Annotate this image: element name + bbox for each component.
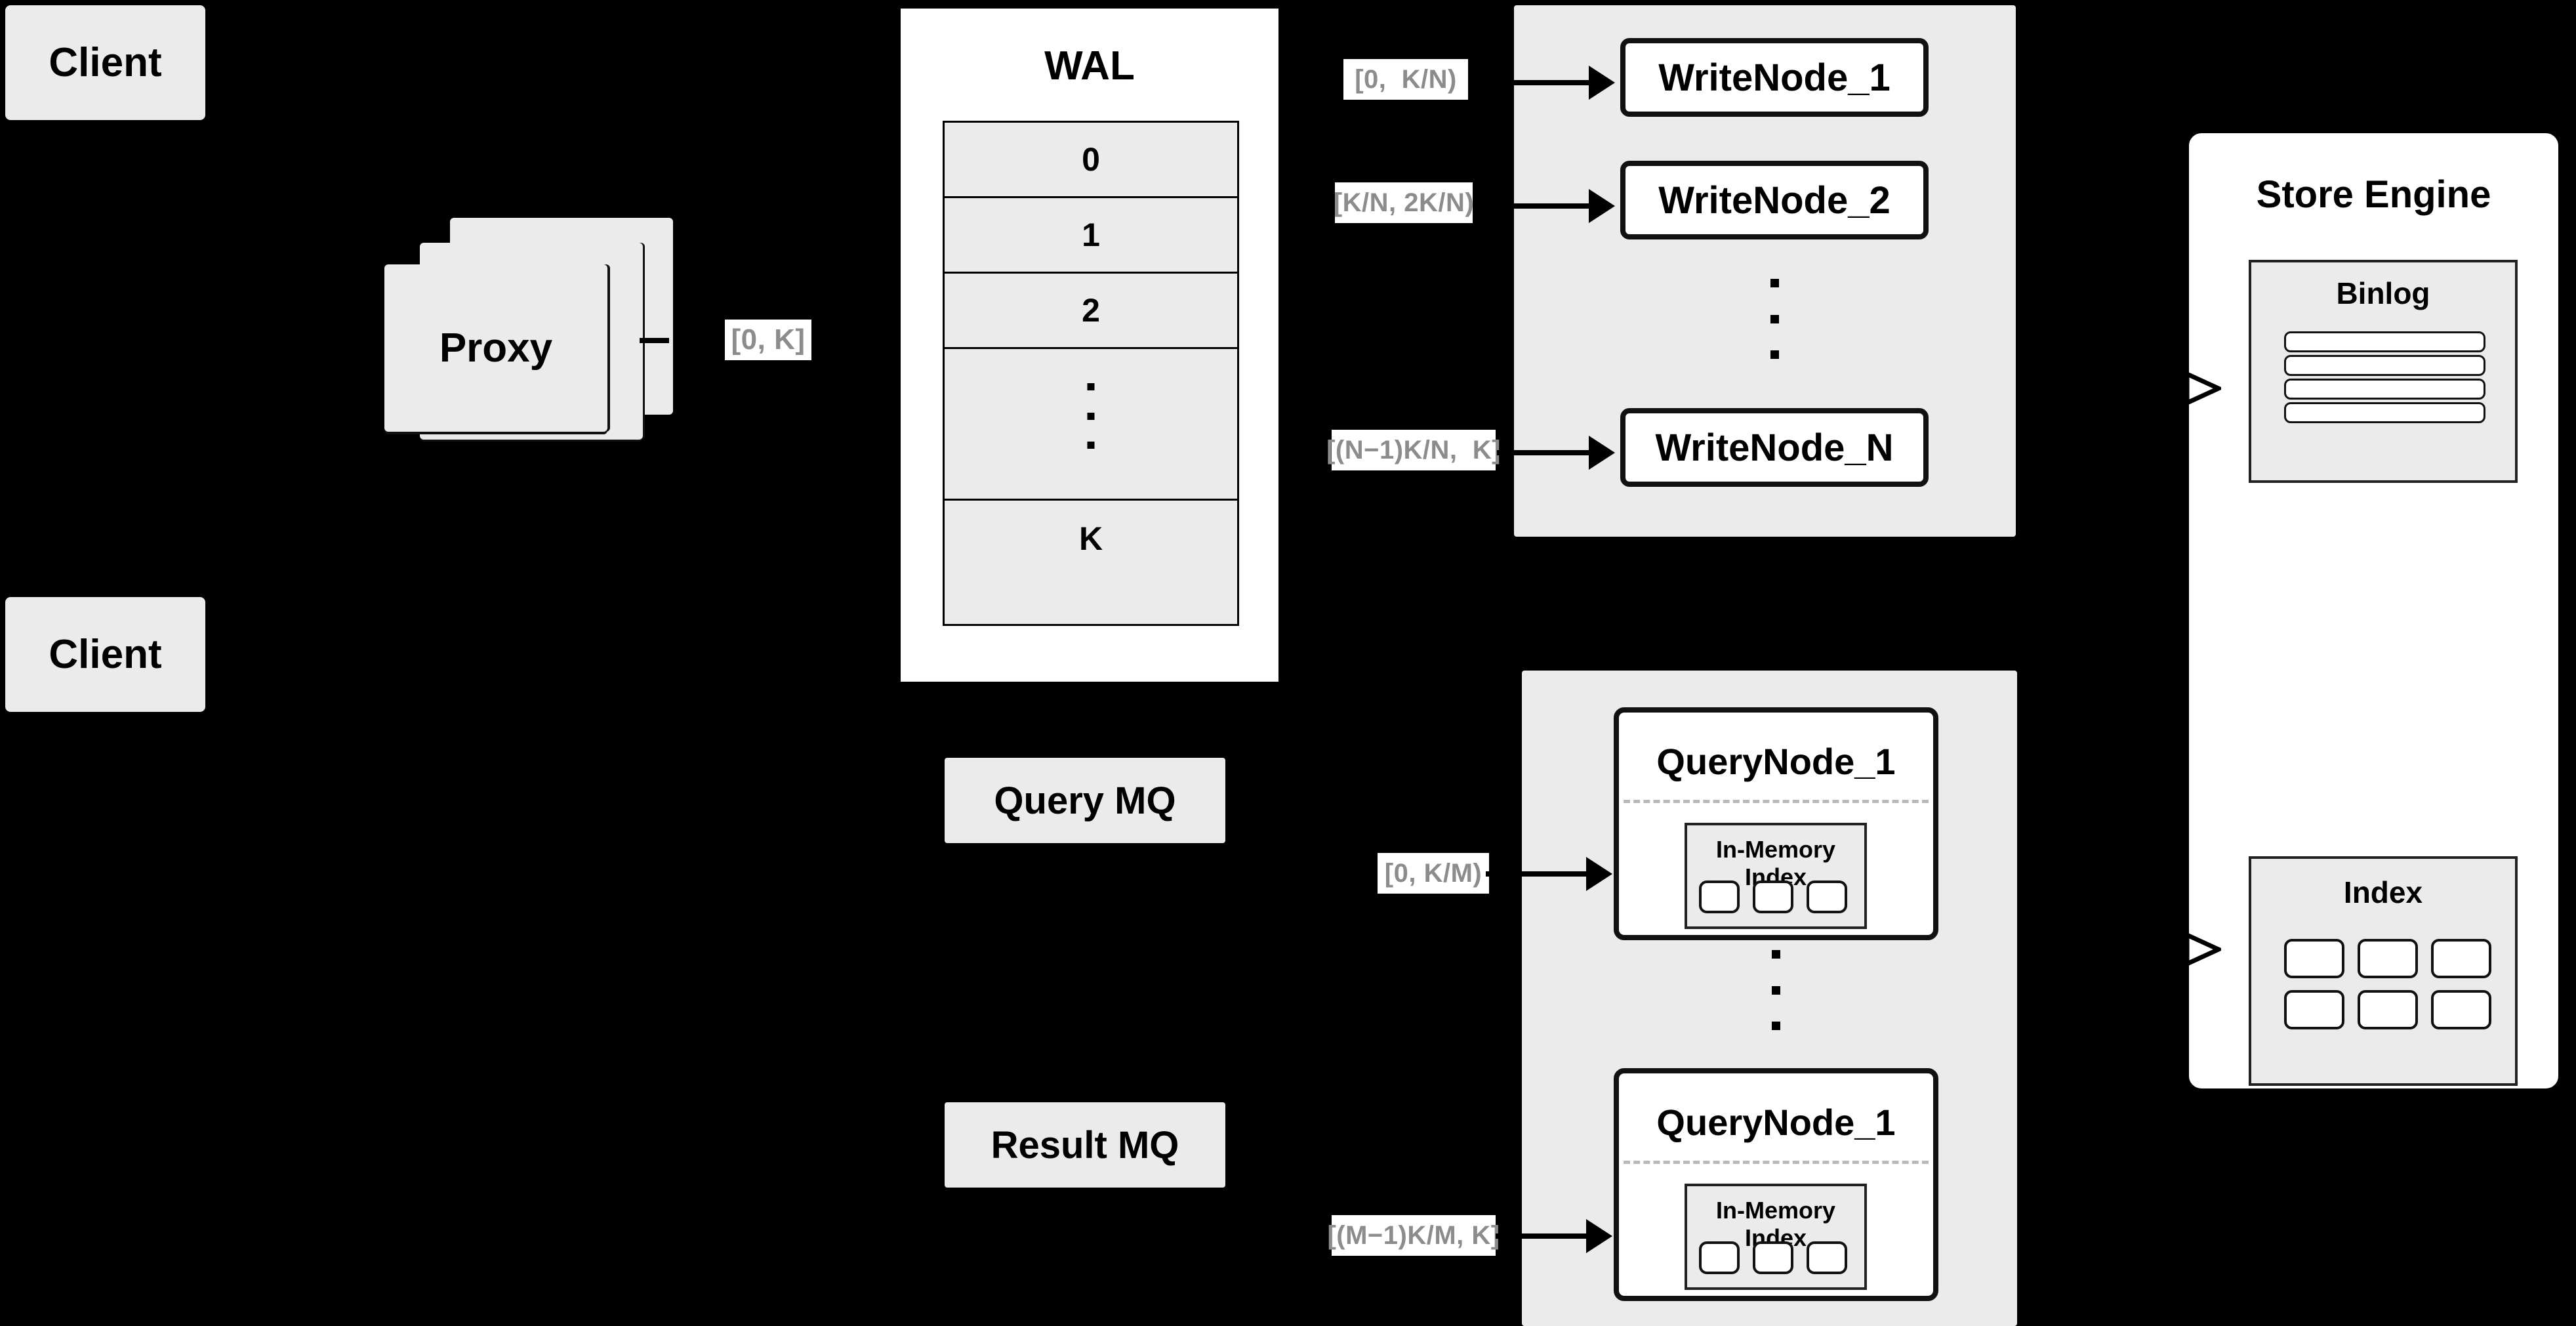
wal-row-0[interactable]: 0 (945, 123, 1237, 198)
wal-row-k[interactable]: K (945, 501, 1237, 576)
store-engine-title: Store Engine (2256, 173, 2491, 216)
wal-row-2[interactable]: 2 (945, 274, 1237, 349)
interval-label-query-node-m: [(M−1)K/M, K] (1327, 1215, 1500, 1256)
query-node-1-index-slot[interactable] (1807, 881, 1847, 913)
binlog-title: Binlog (2336, 276, 2430, 310)
write-node-2-label: WriteNode_2 (1658, 178, 1891, 222)
client-box-2[interactable]: Client (5, 597, 205, 712)
proxy-box[interactable]: Proxy (384, 264, 607, 432)
write-node-ellipsis-dots (1763, 279, 1786, 359)
arrow-line-query-node-m (1496, 1233, 1587, 1239)
query-node-m-index-slot[interactable] (1753, 1241, 1793, 1274)
arrow-line-query-node-1 (1486, 871, 1587, 877)
arrow-line-write-node-1 (1473, 80, 1591, 85)
proxy-label: Proxy (439, 325, 553, 371)
wal-title: WAL (1044, 43, 1135, 89)
arrow-line-store-engine-binlog (2137, 386, 2188, 390)
arrow-head-store-engine-binlog (2184, 370, 2221, 407)
binlog-row[interactable] (2284, 331, 2485, 352)
query-node-1-label: QueryNode_1 (1656, 741, 1896, 782)
query-mq-box[interactable]: Query MQ (945, 758, 1225, 843)
query-node-m-in-memory-index: In-Memory Index (1685, 1184, 1867, 1290)
index-slot[interactable] (2284, 990, 2344, 1029)
query-mq-label: Query MQ (994, 779, 1176, 822)
wal-ellipsis-dots (1087, 383, 1095, 449)
arrow-head-write-node-2 (1589, 189, 1615, 223)
index-slot[interactable] (2284, 939, 2344, 978)
interval-label-proxy: [0, K] (725, 320, 811, 360)
query-node-1-separator (1624, 800, 1929, 803)
wal-table: 0 1 2 K (943, 121, 1239, 626)
client-box-1[interactable]: Client (5, 5, 205, 120)
index-slot[interactable] (2358, 990, 2418, 1029)
query-node-ellipsis-dots (1765, 950, 1787, 1030)
proxy-connector-stub (640, 338, 669, 343)
write-node-2[interactable]: WriteNode_2 (1620, 161, 1929, 239)
query-node-m-label: QueryNode_1 (1656, 1102, 1896, 1143)
result-mq-box[interactable]: Result MQ (945, 1102, 1225, 1188)
write-node-n-label: WriteNode_N (1655, 426, 1894, 469)
interval-label-write-node-2: [K/N, 2K/N) (1334, 182, 1474, 223)
index-container: Index (2249, 856, 2518, 1086)
query-node-1-index-slot[interactable] (1699, 881, 1740, 913)
arrow-head-query-node-m (1586, 1219, 1612, 1253)
index-slot[interactable] (2431, 990, 2491, 1029)
query-node-1-in-memory-index: In-Memory Index (1685, 823, 1867, 929)
arrow-line-write-node-2 (1473, 203, 1591, 209)
query-node-m-index-slot[interactable] (1807, 1241, 1847, 1274)
binlog-container: Binlog (2249, 260, 2518, 483)
write-node-1[interactable]: WriteNode_1 (1620, 38, 1929, 117)
query-node-m-separator (1624, 1161, 1929, 1164)
query-node-1-index-slot[interactable] (1753, 881, 1793, 913)
write-node-n[interactable]: WriteNode_N (1620, 408, 1929, 487)
binlog-row[interactable] (2284, 402, 2485, 423)
binlog-row[interactable] (2284, 379, 2485, 400)
interval-label-write-node-1: [0, K/N) (1343, 59, 1468, 100)
interval-label-write-node-n: [(N−1)K/N, K] (1326, 430, 1500, 470)
binlog-row[interactable] (2284, 355, 2485, 376)
arrow-line-store-engine-index (2137, 947, 2188, 951)
interval-label-query-node-1: [0, K/M) (1378, 853, 1489, 894)
query-node-m[interactable]: QueryNode_1 In-Memory Index (1614, 1068, 1938, 1301)
write-node-1-label: WriteNode_1 (1658, 56, 1891, 99)
wal-row-1[interactable]: 1 (945, 198, 1237, 274)
index-title: Index (2343, 875, 2423, 909)
wal-row-ellipsis (945, 349, 1237, 501)
index-slot[interactable] (2431, 939, 2491, 978)
arrow-line-write-node-n (1497, 450, 1591, 455)
arrow-head-write-node-n (1589, 436, 1615, 470)
arrow-head-write-node-1 (1589, 66, 1615, 100)
result-mq-label: Result MQ (991, 1123, 1179, 1167)
query-node-1[interactable]: QueryNode_1 In-Memory Index (1614, 707, 1938, 940)
query-node-m-index-slot[interactable] (1699, 1241, 1740, 1274)
arrow-head-store-engine-index (2184, 931, 2221, 968)
client-label-1: Client (49, 40, 162, 85)
index-slot[interactable] (2358, 939, 2418, 978)
client-label-2: Client (49, 632, 162, 677)
arrow-head-query-node-1 (1586, 857, 1612, 891)
